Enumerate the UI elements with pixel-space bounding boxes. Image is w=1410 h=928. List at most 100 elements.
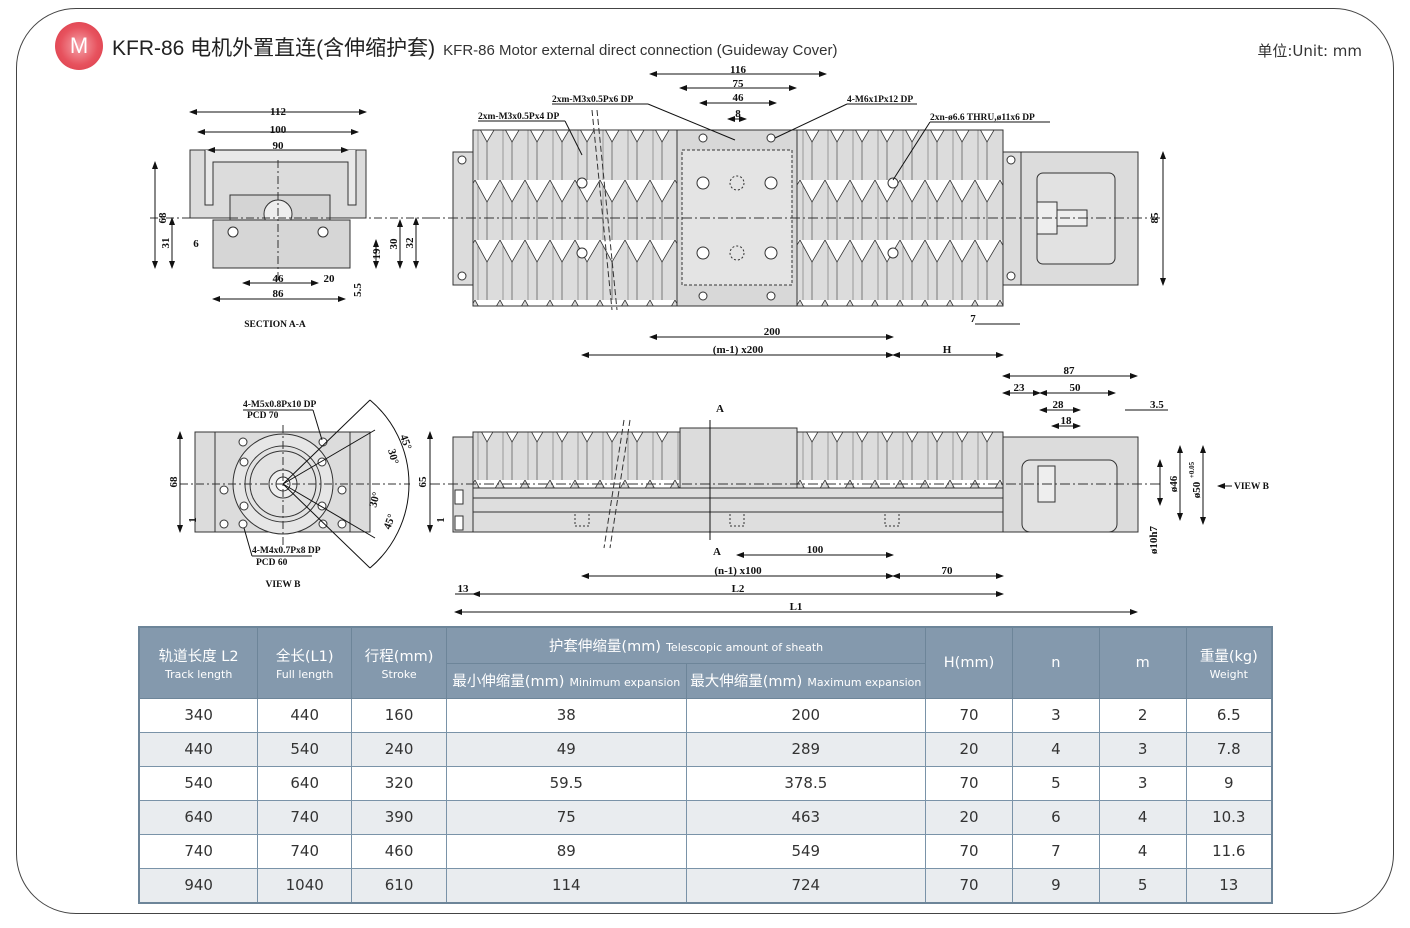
dim-28: 28 [1053,399,1065,411]
angle-45-bottom: 45° [382,512,399,531]
cell-full-length: 740 [257,799,353,835]
cell-h: 20 [925,731,1013,767]
dim-8: 8 [735,108,741,120]
title-cn: KFR-86 电机外置直连(含伸缩护套) [112,37,436,60]
cell-min-expansion: 75 [446,799,687,835]
view-b: 68 1 45° 30° 30° 45° 4-M5x0.8Px10 DP PCD… [168,399,414,590]
dim-32: 32 [404,237,416,249]
technical-drawing: 112 100 90 68 31 6 46 20 86 5.5 19 30 32… [150,64,1270,615]
dim-200: 200 [764,326,781,338]
cell-track-length: 540 [138,765,259,801]
cell-max-expansion: 463 [685,799,927,835]
dim-87: 87 [1064,365,1076,377]
section-aa-view: 112 100 90 68 31 6 46 20 86 5.5 19 30 32… [150,106,440,330]
cell-weight: 10.3 [1185,799,1273,835]
section-marker-a-bottom: A [713,546,721,558]
cell-m: 4 [1098,799,1187,835]
dim-m-pitch: (m-1) x200 [713,344,764,356]
cell-track-length: 440 [138,731,259,767]
dim-phi46: ø46 [1168,475,1180,492]
cell-max-expansion: 724 [685,867,927,903]
header-max-expansion: 最大伸缩量(mm) Maximum expansion [685,662,927,699]
dim-L1: L1 [790,601,803,613]
angle-30-bottom: 30° [367,491,383,509]
view-b-dim-1: 1 [187,517,199,523]
top-view: 116 75 46 8 85 200 (m-1) x200 H 7 2xm-M3… [430,64,1166,358]
cell-min-expansion: 49 [446,731,687,767]
cell-stroke: 390 [351,799,447,835]
cell-m: 2 [1098,697,1187,733]
angle-45-top: 45° [397,433,414,452]
dim-30: 30 [388,238,400,250]
cell-stroke: 610 [351,867,447,903]
cell-full-length: 1040 [257,867,353,903]
cell-stroke: 240 [351,731,447,767]
section-marker-a-top: A [716,403,724,415]
title-en: KFR-86 Motor external direct connection … [443,42,838,59]
dim-3-5: 3.5 [1150,399,1164,411]
header-weight: 重量(kg)Weight [1185,626,1273,699]
cell-weight: 6.5 [1185,697,1273,733]
dim-31: 31 [160,238,172,249]
header-n: n [1011,626,1100,699]
cell-full-length: 740 [257,833,353,869]
header-sheath: 护套伸缩量(mm) Telescopic amount of sheath [445,626,927,664]
dim-70: 70 [942,565,954,577]
cell-stroke: 460 [351,833,447,869]
note-m5-tap: 4-M5x0.8Px10 DP [243,400,317,410]
series-badge: M [55,22,103,70]
cell-track-length: 940 [138,867,259,903]
page-frame [16,8,1394,914]
cell-m: 3 [1098,765,1187,801]
cell-n: 6 [1011,799,1100,835]
cell-n: 9 [1011,867,1100,903]
cell-n: 5 [1011,765,1100,801]
cell-n: 4 [1011,731,1100,767]
header-min-expansion: 最小伸缩量(mm) Minimum expansion [446,662,687,699]
dim-46: 46 [273,273,285,285]
dim-H: H [943,344,952,356]
cell-stroke: 160 [351,697,447,733]
dim-85: 85 [1149,212,1161,224]
cell-max-expansion: 200 [685,697,927,733]
cell-h: 70 [925,867,1013,903]
dim-n-pitch: (n-1) x100 [714,565,762,577]
note-hole: 2xn-ø6.6 THRU,ø11x6 DP [930,113,1035,123]
dim-phi50-tolerance: +0.05 [1188,461,1196,478]
dim-75: 75 [733,78,745,90]
cell-min-expansion: 114 [446,867,687,903]
dim-phi10h7: ø10h7 [1148,525,1160,554]
view-b-dim-68: 68 [168,476,180,488]
cell-n: 7 [1011,833,1100,869]
cell-h: 20 [925,799,1013,835]
dim-6: 6 [193,238,199,250]
dim-5-5: 5.5 [352,283,364,297]
cell-max-expansion: 378.5 [685,765,927,801]
note-pcd60: PCD 60 [256,558,288,568]
dim-100: 100 [270,124,287,136]
cell-max-expansion: 289 [685,731,927,767]
cell-n: 3 [1011,697,1100,733]
cell-full-length: 440 [257,697,353,733]
cell-h: 70 [925,833,1013,869]
cell-track-length: 640 [138,799,259,835]
dim-90: 90 [273,140,285,152]
cell-stroke: 320 [351,765,447,801]
dim-116: 116 [730,64,746,76]
page-title: KFR-86 电机外置直连(含伸缩护套) KFR-86 Motor externa… [112,32,838,62]
view-b-caption: VIEW B [266,580,302,590]
dim-23: 23 [1014,382,1026,394]
cell-weight: 7.8 [1185,731,1273,767]
cell-track-length: 340 [138,697,259,733]
cell-full-length: 640 [257,765,353,801]
dim-68: 68 [157,212,169,224]
cell-min-expansion: 89 [446,833,687,869]
side-view: 65 1 A A 100 (n-1) x100 70 13 L2 L1 87 2… [417,365,1270,615]
